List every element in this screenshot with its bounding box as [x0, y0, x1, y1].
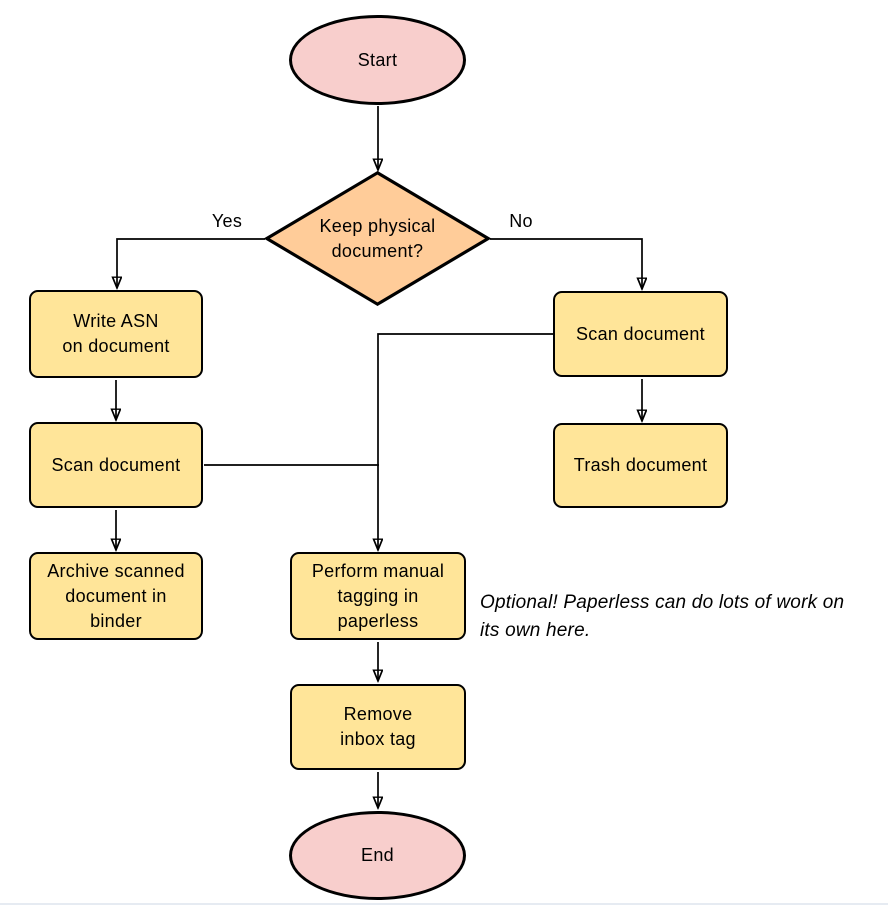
edge-scanright-to-tagging	[378, 333, 553, 550]
decision-node-keep-physical: Keep physical document?	[263, 170, 492, 307]
edge-label-yes: Yes	[209, 211, 245, 232]
end-node: End	[289, 811, 466, 900]
process-node-label: Archive scanned document in binder	[47, 560, 185, 631]
optional-annotation-text: Optional! Paperless can do lots of work …	[480, 592, 845, 641]
process-node-remove-inbox-tag: Remove inbox tag	[290, 684, 466, 770]
edge-decision-no	[490, 238, 642, 289]
process-node-manual-tagging: Perform manual tagging in paperless	[290, 552, 466, 640]
process-node-label: Scan document	[576, 323, 705, 344]
process-node-label: Remove inbox tag	[340, 704, 416, 749]
process-node-archive-document: Archive scanned document in binder	[29, 552, 203, 640]
decision-node-label: Keep physical document?	[319, 215, 436, 261]
process-node-scan-document-left: Scan document	[29, 422, 203, 508]
process-node-scan-document-right: Scan document	[553, 291, 728, 377]
process-node-trash-document: Trash document	[553, 423, 728, 508]
edge-label-no: No	[507, 211, 535, 232]
process-node-label: Trash document	[573, 455, 708, 475]
process-node-label: Perform manual tagging in paperless	[311, 560, 445, 631]
start-node-label: Start	[357, 49, 398, 70]
edge-decision-yes	[117, 238, 265, 288]
viewport-bottom-divider	[0, 903, 888, 905]
end-node-label: End	[361, 845, 394, 865]
process-node-label: Write ASN on document	[62, 311, 170, 356]
start-node: Start	[289, 15, 466, 105]
diamond-shape	[263, 170, 492, 307]
process-node-label: Scan document	[51, 454, 181, 475]
process-node-write-asn: Write ASN on document	[29, 290, 203, 378]
